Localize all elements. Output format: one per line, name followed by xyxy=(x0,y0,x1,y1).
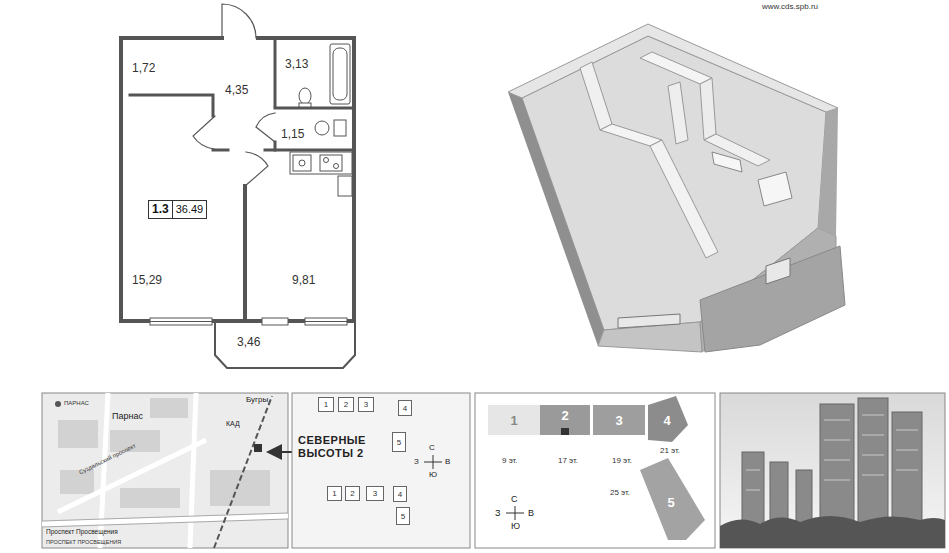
building-block: 2 xyxy=(338,397,354,412)
label-box: В xyxy=(445,457,450,466)
map-label: КАД xyxy=(226,420,240,428)
section-number: 1 xyxy=(324,400,328,409)
section-number: 5 xyxy=(667,495,674,510)
label-box: В xyxy=(528,508,534,518)
label-box: 19 эт. xyxy=(612,456,632,465)
label-box: З xyxy=(414,457,419,466)
section-number: 2 xyxy=(561,408,568,423)
building-block: 3 xyxy=(358,397,374,412)
section-block: 4 xyxy=(650,402,684,438)
map-label: Проспект Просвещения xyxy=(46,528,118,535)
map-label: 9 эт. xyxy=(502,456,518,465)
label-box: Ю xyxy=(429,470,437,479)
building-block: 4 xyxy=(393,486,407,502)
room-area: 15,29 1.336.49 xyxy=(122,95,245,320)
map-label: З xyxy=(495,508,500,518)
room-area-value: 3,46 xyxy=(237,335,260,349)
map-label: З xyxy=(414,457,419,466)
label-box: СЕВЕРНЫЕ ВЫСОТЫ 2 xyxy=(298,434,382,459)
section-block: 1 xyxy=(488,405,540,435)
label-box: 9 эт. xyxy=(502,456,518,465)
room-area: 4,35 xyxy=(215,40,275,115)
room-area: 9,81 xyxy=(245,150,352,320)
room-area-value: 1,72 xyxy=(132,61,155,75)
location-title: СЕВЕРНЫЕ ВЫСОТЫ 2 xyxy=(298,434,382,459)
room-area-value: 4,35 xyxy=(225,83,248,97)
room-area-value: 3,13 xyxy=(285,57,308,71)
label-box: С xyxy=(511,494,518,504)
label-box: Проспект Просвещения xyxy=(46,528,118,535)
section-number: 3 xyxy=(364,400,368,409)
section-number: 3 xyxy=(615,413,622,428)
map-label: ПРОСПЕКТ ПРОСВЕЩЕНИЯ xyxy=(46,539,121,545)
label-box: З xyxy=(495,508,500,518)
building-block: 4 xyxy=(398,400,412,416)
map-label: Парнас xyxy=(112,411,143,421)
map-label: www.cds.spb.ru xyxy=(762,2,818,11)
room-area: 3,13 xyxy=(275,40,352,108)
label-box: 17 эт. xyxy=(558,456,578,465)
map-label: 19 эт. xyxy=(612,456,632,465)
building-block: 3 xyxy=(366,486,384,501)
map-label: 25 эт. xyxy=(610,488,630,497)
section-number: 4 xyxy=(663,413,670,428)
section-number: 1 xyxy=(510,413,517,428)
building-block: 5 xyxy=(392,432,406,452)
section-number: 3 xyxy=(373,489,377,498)
room-area-value: 9,81 xyxy=(292,273,315,287)
label-box: 21 эт. xyxy=(660,446,680,455)
section-number: 2 xyxy=(344,400,348,409)
section-block: 5 xyxy=(650,478,692,526)
section-number: 4 xyxy=(403,404,407,413)
label-box: www.cds.spb.ru xyxy=(762,2,818,11)
room-area: 1,72 xyxy=(122,40,215,95)
map-label: Бугры xyxy=(246,395,268,404)
label-box: С xyxy=(429,443,435,452)
label-box: КАД xyxy=(226,420,240,428)
map-label: В xyxy=(528,508,534,518)
apartment-tag: 1.336.49 xyxy=(148,200,207,219)
apartment-type: 1.3 xyxy=(149,201,173,218)
label-box: 25 эт. xyxy=(610,488,630,497)
building-block: 1 xyxy=(327,486,342,501)
label-box: ПРОСПЕКТ ПРОСВЕЩЕНИЯ xyxy=(46,539,121,545)
section-number: 5 xyxy=(397,438,401,447)
map-label: 17 эт. xyxy=(558,456,578,465)
building-block: 2 xyxy=(345,486,360,501)
section-block: 3 xyxy=(593,405,645,435)
room-area: 3,46 xyxy=(215,322,355,368)
label-box: Ю xyxy=(511,521,520,531)
section-number: 4 xyxy=(398,490,402,499)
total-area: 36.49 xyxy=(173,201,207,218)
map-label: В xyxy=(445,457,450,466)
section-block: 2 xyxy=(540,403,590,427)
label-box: Парнас xyxy=(112,411,143,421)
map-label: ПАРНАС xyxy=(64,400,89,407)
map-label: С xyxy=(429,443,435,452)
section-number: 5 xyxy=(401,512,405,521)
section-number: 1 xyxy=(332,489,336,498)
room-area-value: 15,29 xyxy=(132,273,162,287)
building-block: 1 xyxy=(318,397,334,412)
map-label: Ю xyxy=(429,470,437,479)
label-box: ПАРНАС xyxy=(64,400,89,407)
room-area-value: 1,15 xyxy=(281,127,304,141)
label-box: Бугры xyxy=(246,395,268,404)
map-label: С xyxy=(511,494,518,504)
room-area: 1,15 xyxy=(275,108,352,148)
map-label: 21 эт. xyxy=(660,446,680,455)
building-block: 5 xyxy=(396,507,410,525)
section-number: 2 xyxy=(350,489,354,498)
map-label: Ю xyxy=(511,521,520,531)
